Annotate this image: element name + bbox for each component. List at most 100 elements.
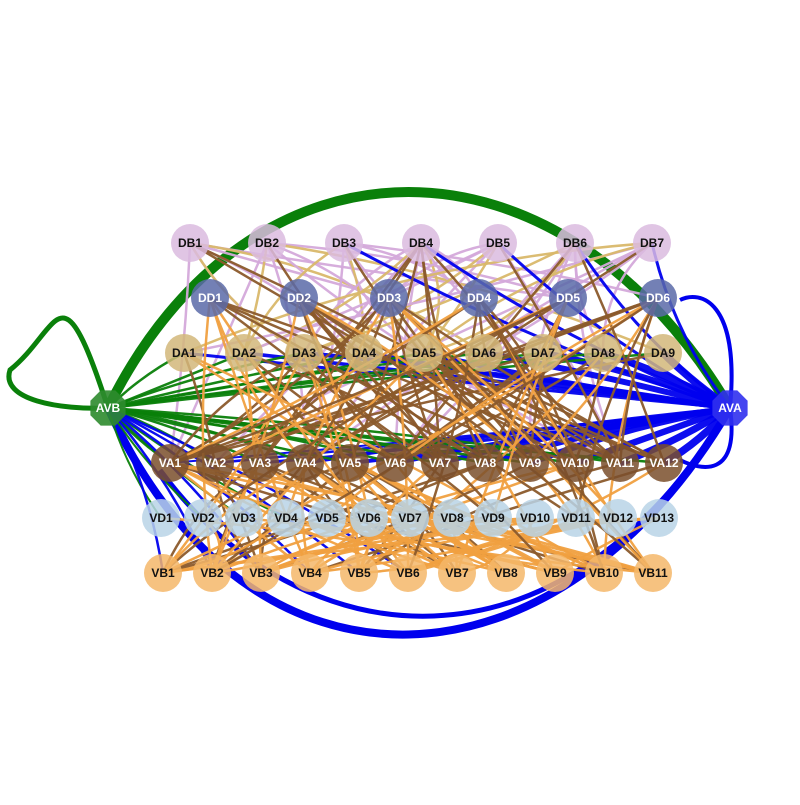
- node-vb8[interactable]: VB8: [487, 554, 525, 592]
- node-db5[interactable]: DB5: [479, 224, 517, 262]
- node-label: VA10: [560, 456, 589, 470]
- node-label: VB10: [589, 566, 619, 580]
- node-vd6[interactable]: VD6: [350, 499, 388, 537]
- node-da3[interactable]: DA3: [285, 334, 323, 372]
- node-dd6[interactable]: DD6: [639, 279, 677, 317]
- node-vb5[interactable]: VB5: [340, 554, 378, 592]
- edge-tan: [303, 241, 576, 355]
- node-vb4[interactable]: VB4: [291, 554, 329, 592]
- node-label: VA1: [159, 456, 182, 470]
- node-va2[interactable]: VA2: [196, 444, 234, 482]
- node-label: VA9: [519, 456, 542, 470]
- node-vb11[interactable]: VB11: [634, 554, 672, 592]
- node-va10[interactable]: VA10: [556, 444, 594, 482]
- node-label: VA2: [204, 456, 227, 470]
- node-dd1[interactable]: DD1: [191, 279, 229, 317]
- node-label: DA5: [412, 346, 436, 360]
- node-vd1[interactable]: VD1: [142, 499, 180, 537]
- edge-tan: [423, 241, 653, 354]
- node-label: VA5: [339, 456, 362, 470]
- node-va11[interactable]: VA11: [601, 444, 639, 482]
- node-da9[interactable]: DA9: [644, 334, 682, 372]
- node-db6[interactable]: DB6: [556, 224, 594, 262]
- node-vb6[interactable]: VB6: [389, 554, 427, 592]
- edge-dd: [298, 297, 556, 574]
- edge-dd: [618, 297, 660, 464]
- node-label: VB1: [151, 566, 175, 580]
- node-va4[interactable]: VA4: [286, 444, 324, 482]
- node-label: VD11: [561, 511, 591, 525]
- node-vb10[interactable]: VB10: [585, 554, 623, 592]
- edge-blue: [106, 407, 165, 574]
- node-vd4[interactable]: VD4: [267, 499, 305, 537]
- node-shape: [433, 499, 471, 537]
- node-vd13[interactable]: VD13: [640, 499, 678, 537]
- node-va9[interactable]: VA9: [511, 444, 549, 482]
- node-vd12[interactable]: VD12: [599, 499, 637, 537]
- node-db2[interactable]: DB2: [248, 224, 286, 262]
- node-vd8[interactable]: VD8: [433, 499, 471, 537]
- edge-dd: [169, 296, 569, 465]
- node-shape: [350, 499, 388, 537]
- node-db7[interactable]: DB7: [633, 224, 671, 262]
- node-shape: [524, 334, 562, 372]
- edge-pink: [302, 241, 422, 354]
- node-va8[interactable]: VA8: [466, 444, 504, 482]
- node-vb7[interactable]: VB7: [438, 554, 476, 592]
- node-label: VB5: [347, 566, 371, 580]
- node-da8[interactable]: DA8: [584, 334, 622, 372]
- node-label: VA3: [249, 456, 272, 470]
- node-vb3[interactable]: VB3: [242, 554, 280, 592]
- node-shape: [633, 224, 671, 262]
- node-vb1[interactable]: VB1: [144, 554, 182, 592]
- node-label: VD2: [191, 511, 215, 525]
- node-shape: [599, 499, 637, 537]
- node-vd5[interactable]: VD5: [308, 499, 346, 537]
- node-vd11[interactable]: VD11: [557, 499, 595, 537]
- node-vd3[interactable]: VD3: [225, 499, 263, 537]
- node-shape: [280, 279, 318, 317]
- node-shape: [516, 499, 554, 537]
- node-dd3[interactable]: DD3: [370, 279, 408, 317]
- node-db1[interactable]: DB1: [171, 224, 209, 262]
- node-dd2[interactable]: DD2: [280, 279, 318, 317]
- node-vd7[interactable]: VD7: [391, 499, 429, 537]
- node-shape: [405, 334, 443, 372]
- node-shape: [549, 279, 587, 317]
- node-va7[interactable]: VA7: [421, 444, 459, 482]
- node-vb9[interactable]: VB9: [536, 554, 574, 592]
- node-shape: [511, 444, 549, 482]
- node-shape: [465, 334, 503, 372]
- node-va6[interactable]: VA6: [376, 444, 414, 482]
- node-label: DB6: [563, 236, 587, 250]
- node-dd4[interactable]: DD4: [460, 279, 498, 317]
- node-label: DA3: [292, 346, 316, 360]
- node-label: VB6: [396, 566, 420, 580]
- node-va1[interactable]: VA1: [151, 444, 189, 482]
- node-da6[interactable]: DA6: [465, 334, 503, 372]
- node-da4[interactable]: DA4: [345, 334, 383, 372]
- node-va3[interactable]: VA3: [241, 444, 279, 482]
- node-db4[interactable]: DB4: [402, 224, 440, 262]
- node-db3[interactable]: DB3: [325, 224, 363, 262]
- node-label: VD7: [398, 511, 422, 525]
- node-vd2[interactable]: VD2: [184, 499, 222, 537]
- node-da5[interactable]: DA5: [405, 334, 443, 372]
- node-da1[interactable]: DA1: [165, 334, 203, 372]
- node-da7[interactable]: DA7: [524, 334, 562, 372]
- node-vd9[interactable]: VD9: [474, 499, 512, 537]
- node-shape: [645, 444, 683, 482]
- node-ava[interactable]: AVA: [712, 390, 748, 426]
- edge-brown: [303, 352, 441, 465]
- node-label: DA2: [232, 346, 256, 360]
- node-avb[interactable]: AVB: [90, 390, 126, 426]
- node-vd10[interactable]: VD10: [516, 499, 554, 537]
- node-da2[interactable]: DA2: [225, 334, 263, 372]
- node-va5[interactable]: VA5: [331, 444, 369, 482]
- node-dd5[interactable]: DD5: [549, 279, 587, 317]
- node-shape: [191, 279, 229, 317]
- node-vb2[interactable]: VB2: [193, 554, 231, 592]
- node-va12[interactable]: VA12: [645, 444, 683, 482]
- node-label: DB3: [332, 236, 356, 250]
- edge-orange: [387, 297, 410, 574]
